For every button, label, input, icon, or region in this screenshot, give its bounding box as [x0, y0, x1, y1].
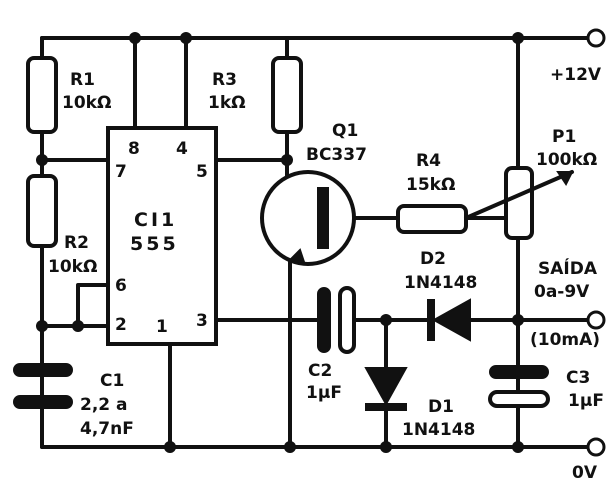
- p1-ref: P1: [552, 127, 576, 147]
- pin-8: 8: [128, 139, 140, 159]
- ci1-ref: CI1: [134, 209, 177, 231]
- output-label: SAÍDA: [538, 257, 598, 279]
- d2-ref: D2: [420, 249, 446, 269]
- c1-value-line1: 2,2 a: [80, 395, 128, 415]
- c2-capacitor: [317, 286, 356, 354]
- supply-terminal: [586, 28, 606, 48]
- p1-potentiometer: [464, 166, 574, 240]
- d2-value: 1N4148: [404, 273, 477, 293]
- c3-capacitor: [488, 365, 550, 408]
- d1-ref: D1: [428, 397, 454, 417]
- r2-resistor: [26, 174, 58, 248]
- r4-value: 15kΩ: [406, 175, 455, 195]
- c2-ref: C2: [308, 361, 332, 381]
- ground-label: 0V: [572, 463, 598, 483]
- output-current: (10mA): [530, 330, 600, 350]
- r2-ref: R2: [64, 233, 89, 253]
- r3-ref: R3: [212, 70, 237, 90]
- r1-ref: R1: [70, 70, 95, 90]
- r4-ref: R4: [416, 151, 441, 171]
- junction-dots: [36, 32, 524, 453]
- ci1-555-ic: [106, 126, 218, 346]
- r4-resistor: [396, 204, 468, 234]
- ci1-value: 555: [130, 233, 179, 255]
- r2-value: 10kΩ: [48, 257, 97, 277]
- c3-ref: C3: [566, 368, 590, 388]
- c1-ref: C1: [100, 371, 124, 391]
- pin-5: 5: [196, 162, 208, 182]
- c1-capacitor: [13, 363, 73, 409]
- pin-6: 6: [115, 276, 127, 296]
- d1-value: 1N4148: [402, 420, 475, 440]
- c3-value: 1µF: [568, 391, 604, 411]
- d2-diode: [427, 298, 471, 342]
- r1-value: 10kΩ: [62, 93, 111, 113]
- pin-1: 1: [156, 317, 168, 337]
- c1-value-line2: 4,7nF: [80, 419, 134, 439]
- c2-value: 1µF: [306, 383, 342, 403]
- output-range: 0a-9V: [534, 282, 590, 302]
- p1-value: 100kΩ: [536, 150, 597, 170]
- ground-terminal: [586, 437, 606, 457]
- output-terminal: [586, 310, 606, 330]
- pin-3: 3: [196, 311, 208, 331]
- r3-resistor: [271, 56, 303, 134]
- q1-ref: Q1: [332, 121, 358, 141]
- d1-diode: [364, 367, 408, 411]
- r1-resistor: [26, 56, 58, 134]
- q1-transistor: [260, 170, 356, 266]
- pin-4: 4: [176, 139, 188, 159]
- q1-value: BC337: [306, 145, 367, 165]
- supply-label: +12V: [550, 65, 602, 85]
- r3-value: 1kΩ: [208, 93, 246, 113]
- pin-2: 2: [115, 315, 127, 335]
- pin-7: 7: [115, 162, 127, 182]
